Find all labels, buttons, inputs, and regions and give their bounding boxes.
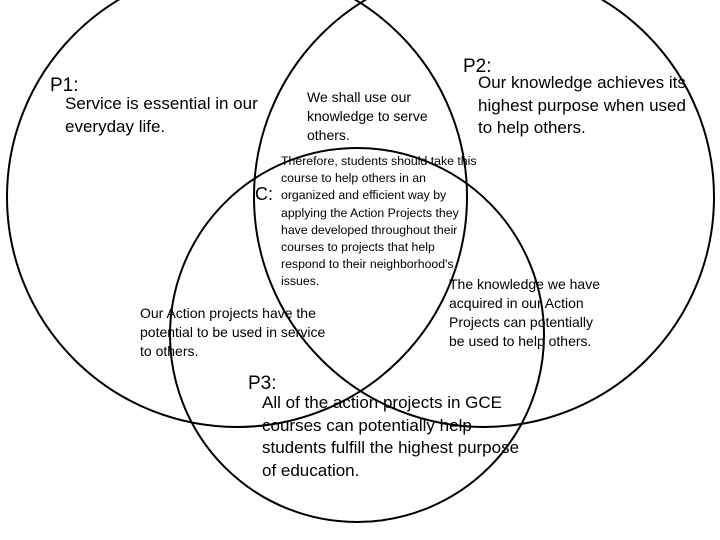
premise-2-tag: P2: [463,56,492,77]
premise-1-text: Service is essential in our everyday lif… [65,94,258,136]
premise-1-tag: P1: [50,75,79,96]
circle-p2-knowledge [253,0,715,428]
overlap-p2-p3-text: The knowledge we have acquired in our Ac… [449,276,600,349]
premise-2-text: Our knowledge achieves its highest purpo… [478,73,686,137]
premise-3-text: All of the action projects in GCE course… [262,393,520,480]
conclusion-tag: C: [255,184,273,204]
conclusion-text: Therefore, students should take this cou… [281,154,477,289]
premise-3-tag: P3: [248,373,277,394]
overlap-p1-p3-text: Our Action projects have the potential t… [140,305,326,359]
circle-p3-action-projects [169,147,545,523]
circle-p1-service [6,0,468,428]
overlap-p1-p2-text: We shall use our knowledge to serve othe… [307,89,428,143]
